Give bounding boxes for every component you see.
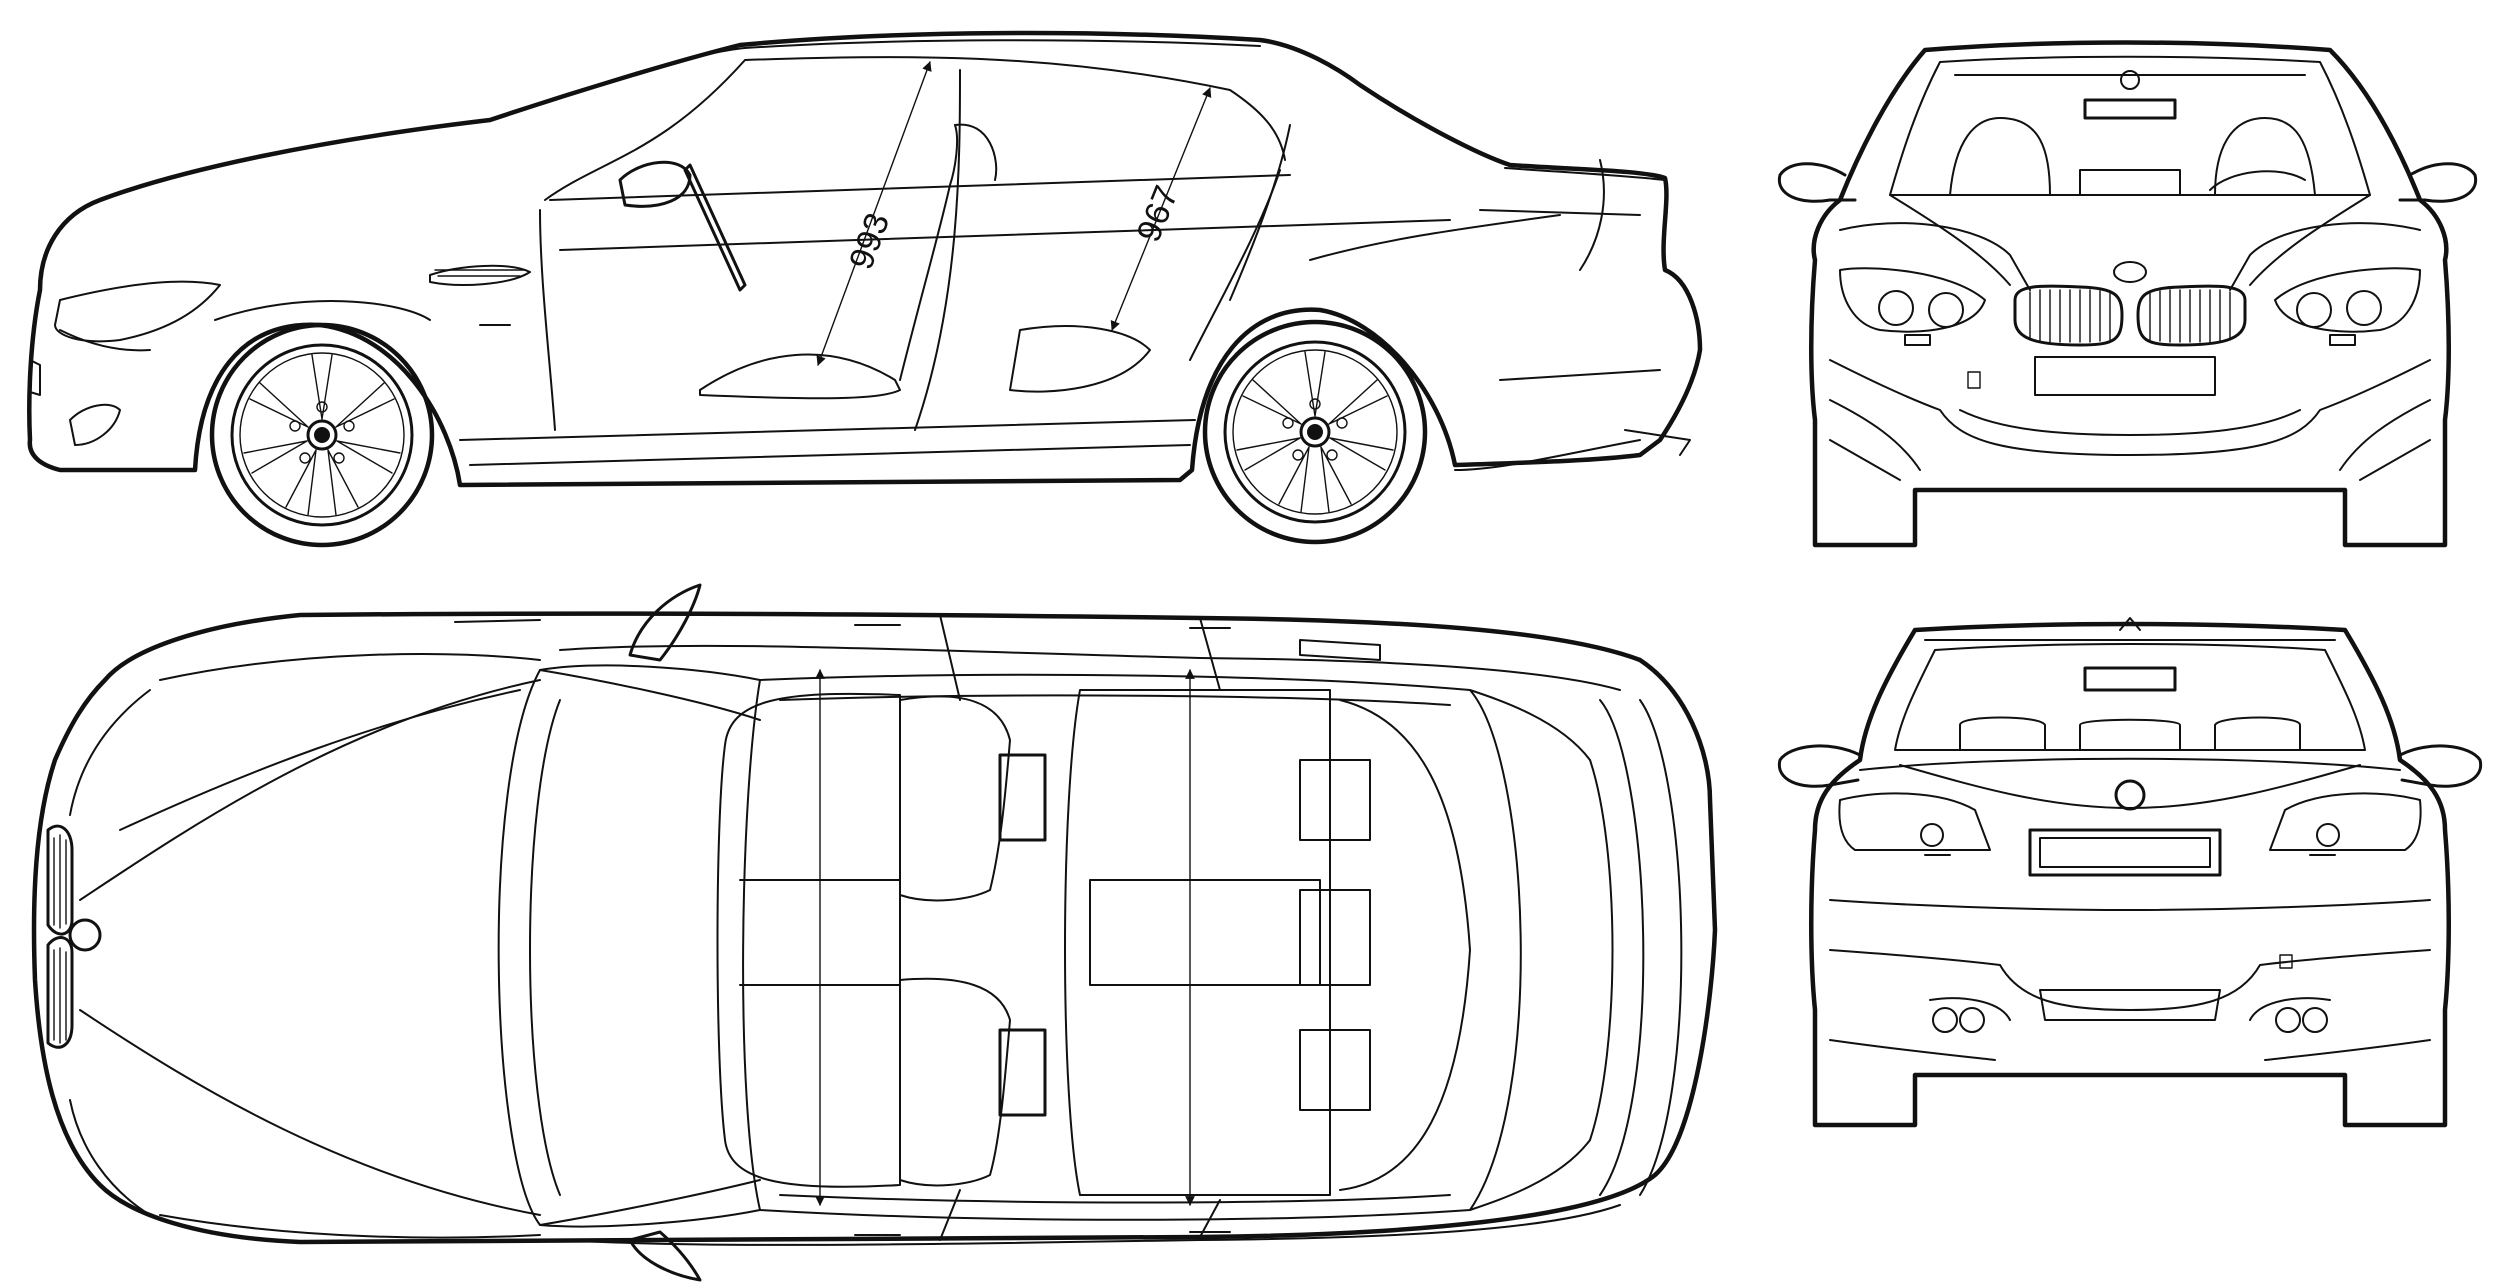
rear-headroom-label: 967 [1130, 180, 1186, 247]
front-view [1777, 40, 2478, 548]
front-headroom-label: 993 [842, 208, 897, 274]
top-view [31, 583, 1718, 1282]
side-view: 993 967 [27, 30, 1703, 545]
rear-view [1777, 617, 2483, 1128]
